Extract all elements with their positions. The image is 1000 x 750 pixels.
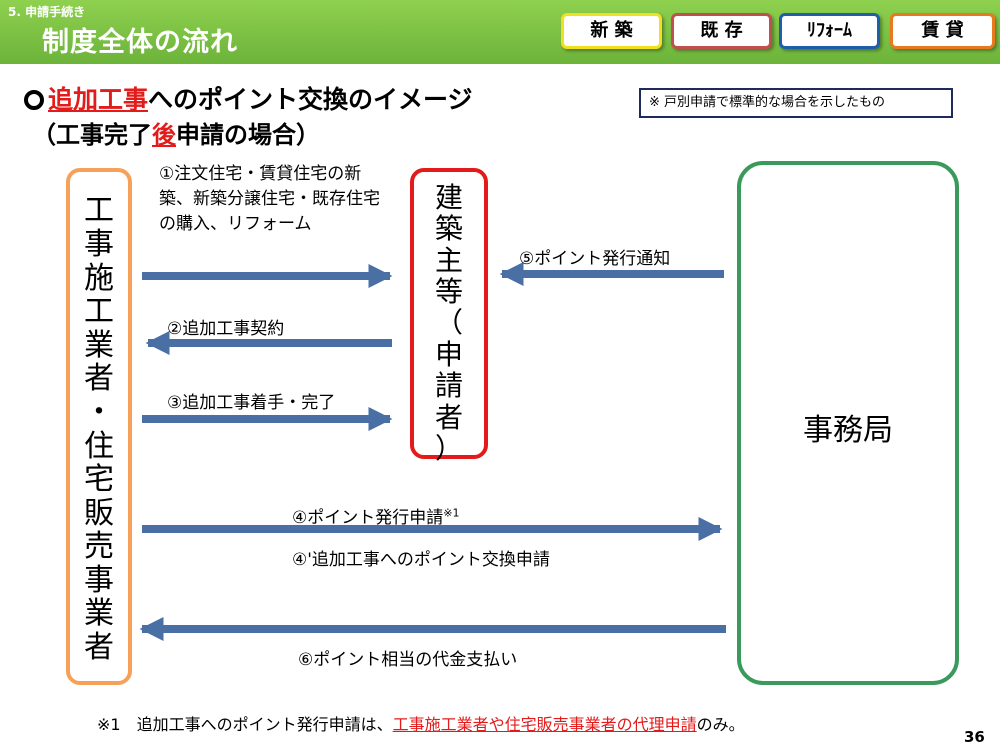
step4-text: ④ポイント発行申請 bbox=[292, 508, 444, 528]
step4b-label: ④'追加工事へのポイント交換申請 bbox=[292, 550, 550, 570]
contractor-entity-box: 工事施工業者・住宅販売事業者 bbox=[66, 168, 132, 685]
page-title: 制度全体の流れ bbox=[42, 27, 238, 58]
owner-char: （ bbox=[434, 306, 463, 340]
step6-label: ⑥ポイント相当の代金支払い bbox=[298, 650, 518, 670]
contractor-char: 者 bbox=[84, 361, 114, 397]
step2-label: ②追加工事契約 bbox=[167, 319, 285, 339]
contractor-char: ・ bbox=[84, 394, 114, 430]
owner-char: 者 bbox=[434, 400, 463, 434]
owner-char: 申 bbox=[434, 337, 463, 371]
footnote: ※1 追加工事へのポイント発行申請は、工事施工業者や住宅販売事業者の代理申請のみ… bbox=[97, 711, 745, 735]
header-band: 5. 申請手続き 制度全体の流れ 新 築 既 存 ﾘﾌｫｰﾑ 賃 貸 bbox=[0, 0, 1000, 64]
contractor-char: 宅 bbox=[84, 462, 114, 498]
tab-new-construction[interactable]: 新 築 bbox=[561, 13, 662, 49]
contractor-char: 工 bbox=[84, 294, 114, 330]
contractor-char: 者 bbox=[84, 630, 114, 666]
owner-char: 等 bbox=[434, 275, 463, 309]
owner-char: 築 bbox=[434, 212, 463, 246]
step4-label: ④ポイント発行申請※1 bbox=[292, 503, 459, 528]
owner-char: 請 bbox=[434, 369, 463, 403]
section-label: 5. 申請手続き bbox=[8, 5, 86, 19]
owner-char: ） bbox=[434, 431, 463, 465]
contractor-char: 工 bbox=[84, 193, 114, 229]
contractor-char: 販 bbox=[84, 495, 114, 531]
heading-highlight: 追加工事 bbox=[48, 85, 149, 114]
footnote-prefix: ※1 追加工事へのポイント発行申請は、 bbox=[97, 715, 393, 734]
contractor-char: 住 bbox=[84, 428, 114, 464]
step3-label: ③追加工事着手・完了 bbox=[167, 393, 336, 413]
footnote-suffix: のみ。 bbox=[696, 715, 745, 734]
subheading-highlight: 後 bbox=[152, 121, 176, 149]
owner-char: 主 bbox=[434, 243, 463, 277]
owner-entity-box: 建築主等（申請者） bbox=[410, 168, 488, 464]
circle-bullet-icon bbox=[24, 90, 44, 110]
page-number: 36 bbox=[964, 728, 985, 746]
contractor-char: 業 bbox=[84, 327, 114, 363]
contractor-char: 施 bbox=[84, 260, 114, 296]
secretariat-entity-box: 事務局 bbox=[737, 161, 959, 685]
contractor-char: 事 bbox=[84, 226, 114, 262]
secretariat-label: 事務局 bbox=[803, 413, 893, 448]
step5-label: ⑤ポイント発行通知 bbox=[519, 249, 671, 269]
owner-char: 建 bbox=[434, 181, 463, 214]
diagram-heading: 追加工事へのポイント交換のイメージ bbox=[24, 80, 473, 116]
subheading-open: （工事完了 bbox=[32, 121, 152, 149]
contractor-char: 売 bbox=[84, 529, 114, 565]
tab-rental[interactable]: 賃 貸 bbox=[890, 13, 995, 49]
contractor-char: 業 bbox=[84, 596, 114, 632]
subheading-close: 申請の場合） bbox=[176, 121, 320, 149]
contractor-char: 事 bbox=[84, 562, 114, 598]
diagram-subheading: （工事完了後申請の場合） bbox=[32, 115, 320, 150]
footnote-highlight: 工事施工業者や住宅販売事業者の代理申請 bbox=[392, 715, 697, 734]
step1-label: ①注文住宅・賃貸住宅の新築、新築分譲住宅・既存住宅の購入、リフォーム bbox=[159, 164, 380, 234]
tab-existing-housing[interactable]: 既 存 bbox=[671, 13, 772, 49]
tab-reform[interactable]: ﾘﾌｫｰﾑ bbox=[779, 13, 880, 49]
heading-rest: へのポイント交換のイメージ bbox=[148, 85, 473, 114]
note-box: ※ 戸別申請で標準的な場合を示したもの bbox=[639, 88, 953, 118]
step4-note-mark: ※1 bbox=[443, 506, 460, 520]
